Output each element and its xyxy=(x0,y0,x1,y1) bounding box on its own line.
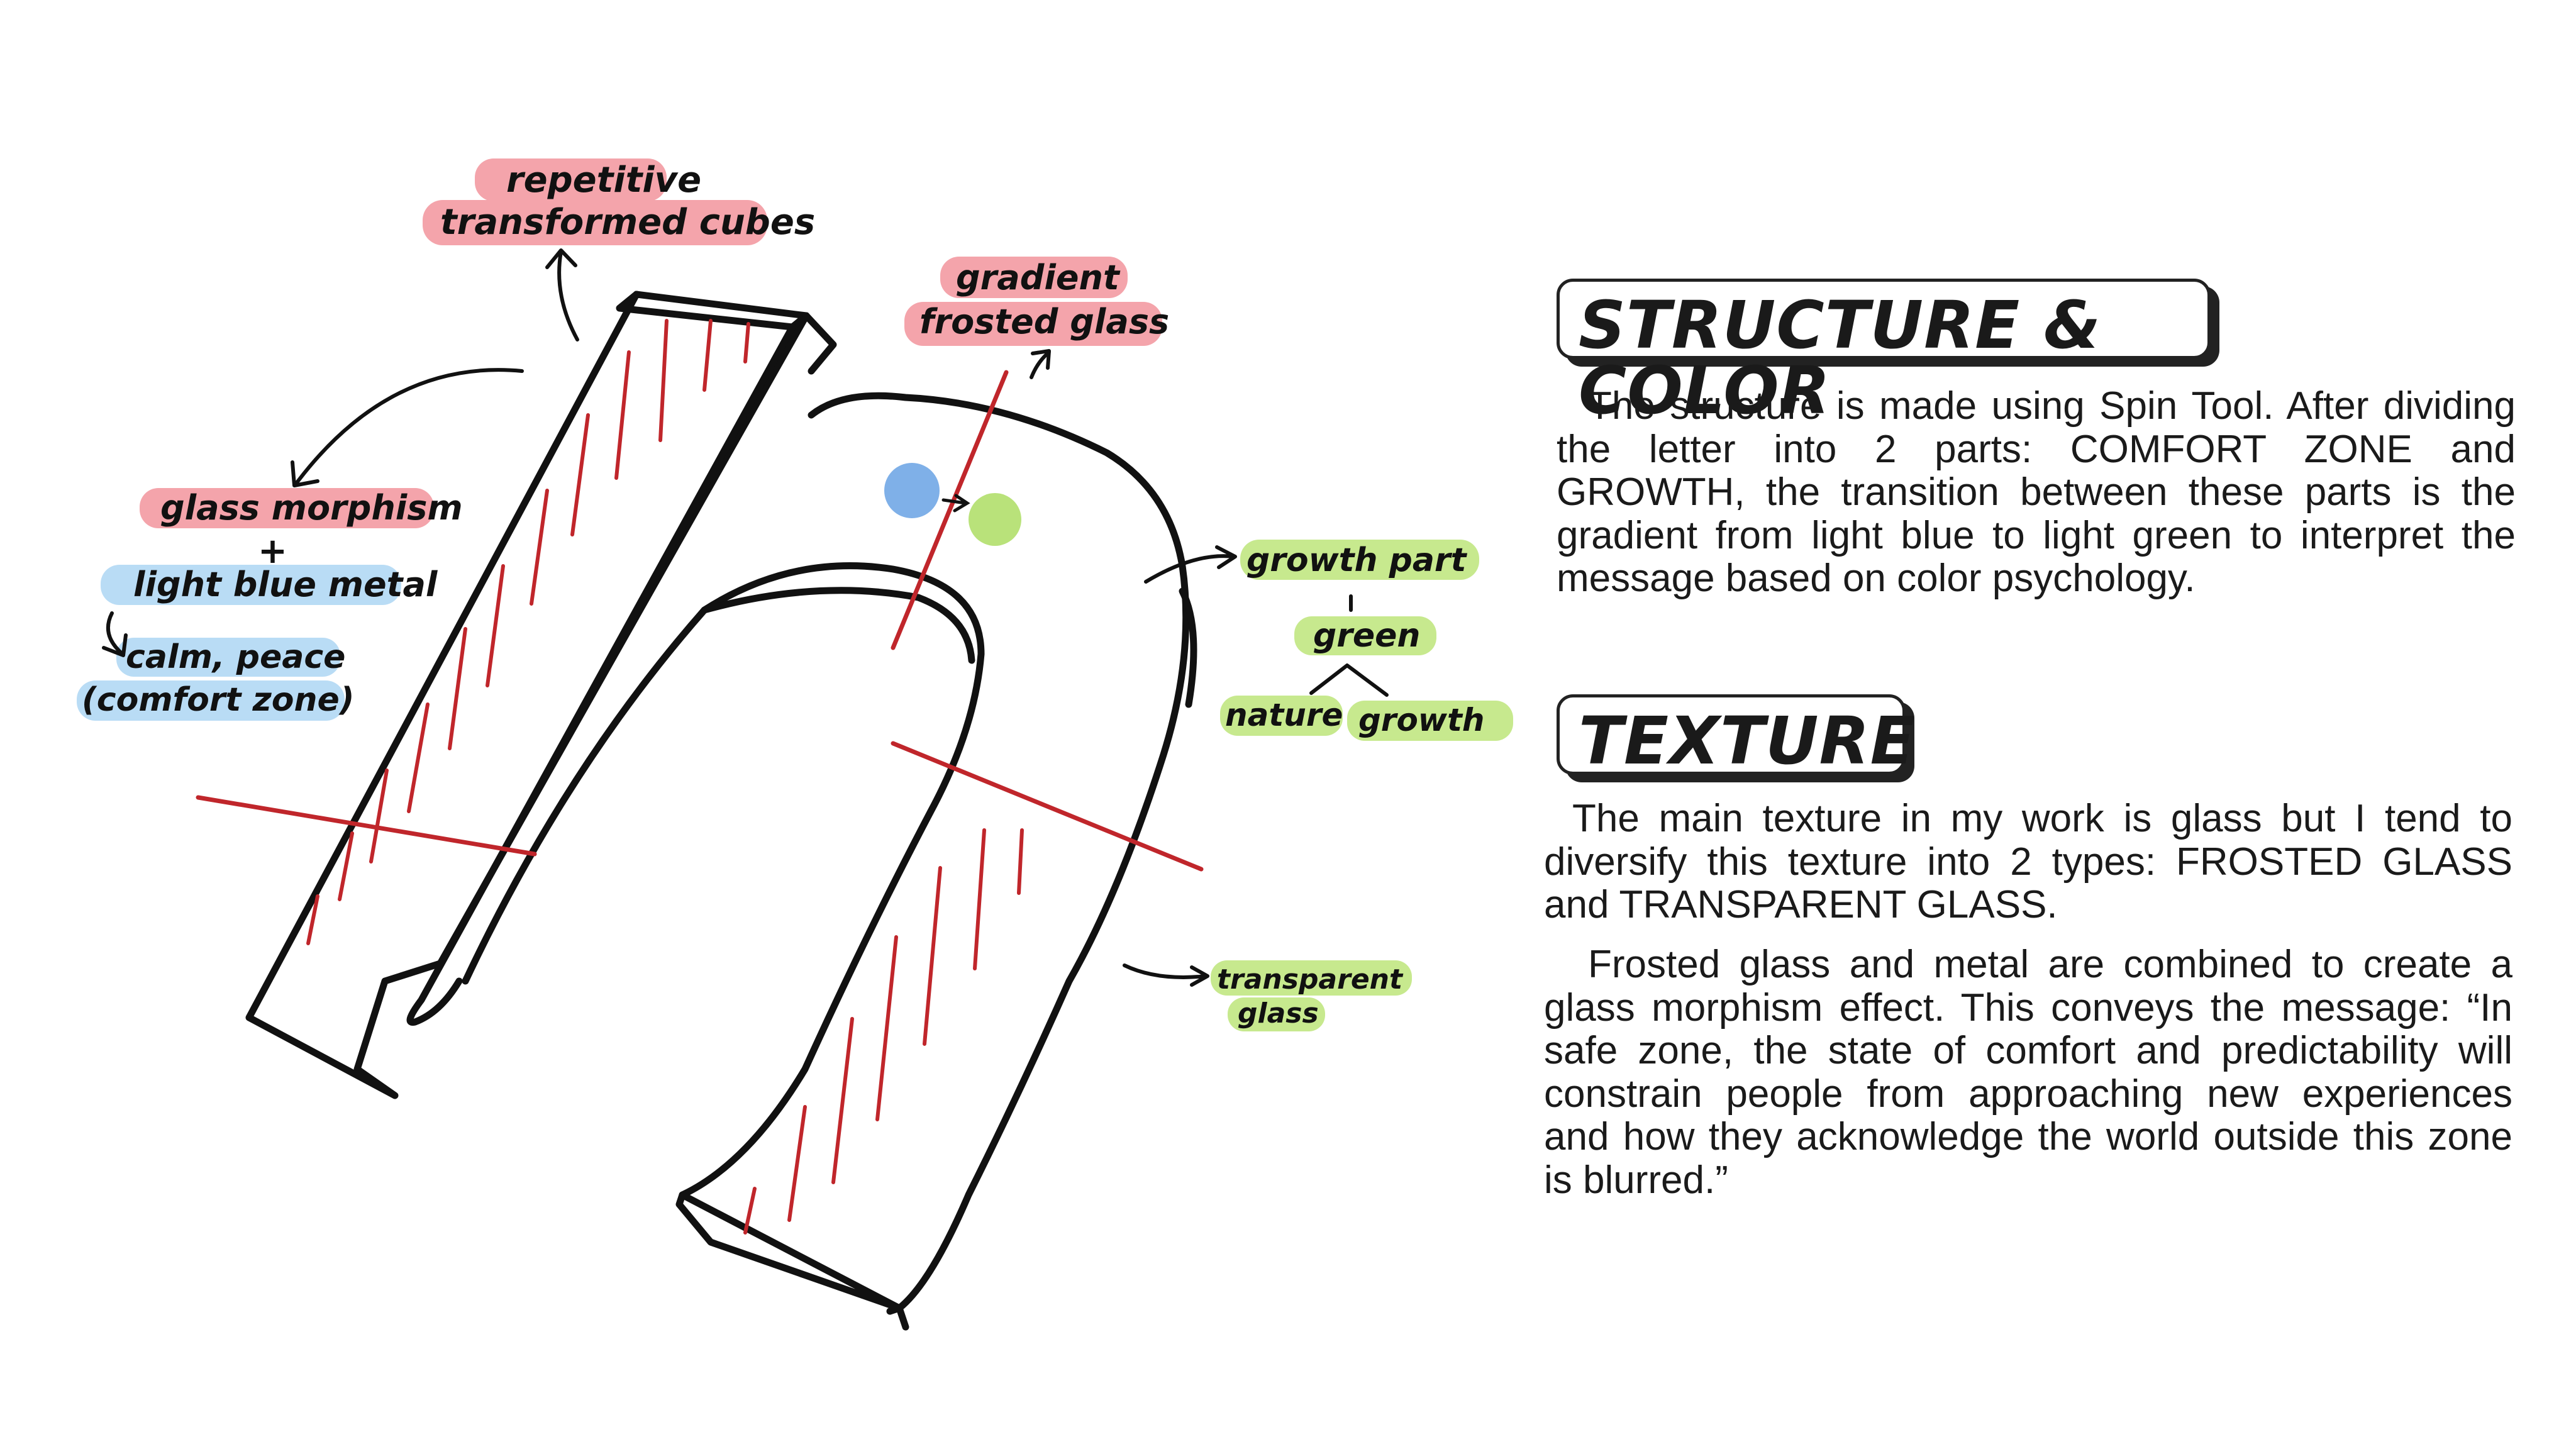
right-foot-outline xyxy=(679,1195,906,1327)
label-glass-morphism: glass morphism xyxy=(160,488,463,528)
label-transformed-cubes: transformed cubes xyxy=(440,202,815,243)
blue-dot xyxy=(884,463,940,518)
letter-n-outline xyxy=(249,294,1194,1327)
texture-heading: TEXTURE xyxy=(1560,697,1902,774)
texture-heading-box: TEXTURE xyxy=(1557,694,1906,775)
letter-n-sketch: repetitive transformed cubes gradient fr… xyxy=(0,0,1547,1449)
label-transparent: transparent xyxy=(1217,963,1404,996)
connector-green-branches xyxy=(1311,665,1387,695)
division-line-left xyxy=(198,797,535,854)
division-lines xyxy=(198,372,1201,869)
label-growth-part: growth part xyxy=(1246,541,1468,579)
label-light-blue-metal: light blue metal xyxy=(133,565,438,604)
green-dot xyxy=(969,493,1021,546)
label-nature: nature xyxy=(1225,697,1343,733)
label-glass: glass xyxy=(1238,997,1319,1030)
arrow-to-cubes xyxy=(547,250,577,340)
label-green: green xyxy=(1313,617,1420,655)
label-growth: growth xyxy=(1358,702,1485,738)
structure-body: The structure is made using Spin Tool. A… xyxy=(1557,385,2516,601)
division-line-right xyxy=(893,743,1201,869)
arrow-to-calm-peace xyxy=(104,613,126,655)
texture-body-2: Frosted glass and metal are combined to … xyxy=(1544,943,2512,1202)
texture-body-1: The main texture in my work is glass but… xyxy=(1544,797,2512,927)
label-comfort-zone: (comfort zone) xyxy=(82,681,355,719)
arrow-to-growth-part xyxy=(1146,547,1235,582)
label-calm-peace: calm, peace xyxy=(126,638,345,676)
red-hatching xyxy=(308,321,1022,1233)
arrow-to-glass-morphism xyxy=(292,370,522,486)
description-panel: STRUCTURE & COLOR The structure is made … xyxy=(1535,0,2541,1449)
label-gradient: gradient xyxy=(956,258,1121,297)
arrow-to-transparent-glass xyxy=(1124,965,1208,985)
label-repetitive: repetitive xyxy=(506,160,701,201)
label-frosted-glass: frosted glass xyxy=(919,302,1169,341)
structure-heading-box: STRUCTURE & COLOR xyxy=(1557,279,2211,359)
arch-inner xyxy=(465,566,981,1195)
arrow-to-frosted-glass xyxy=(1031,351,1049,377)
